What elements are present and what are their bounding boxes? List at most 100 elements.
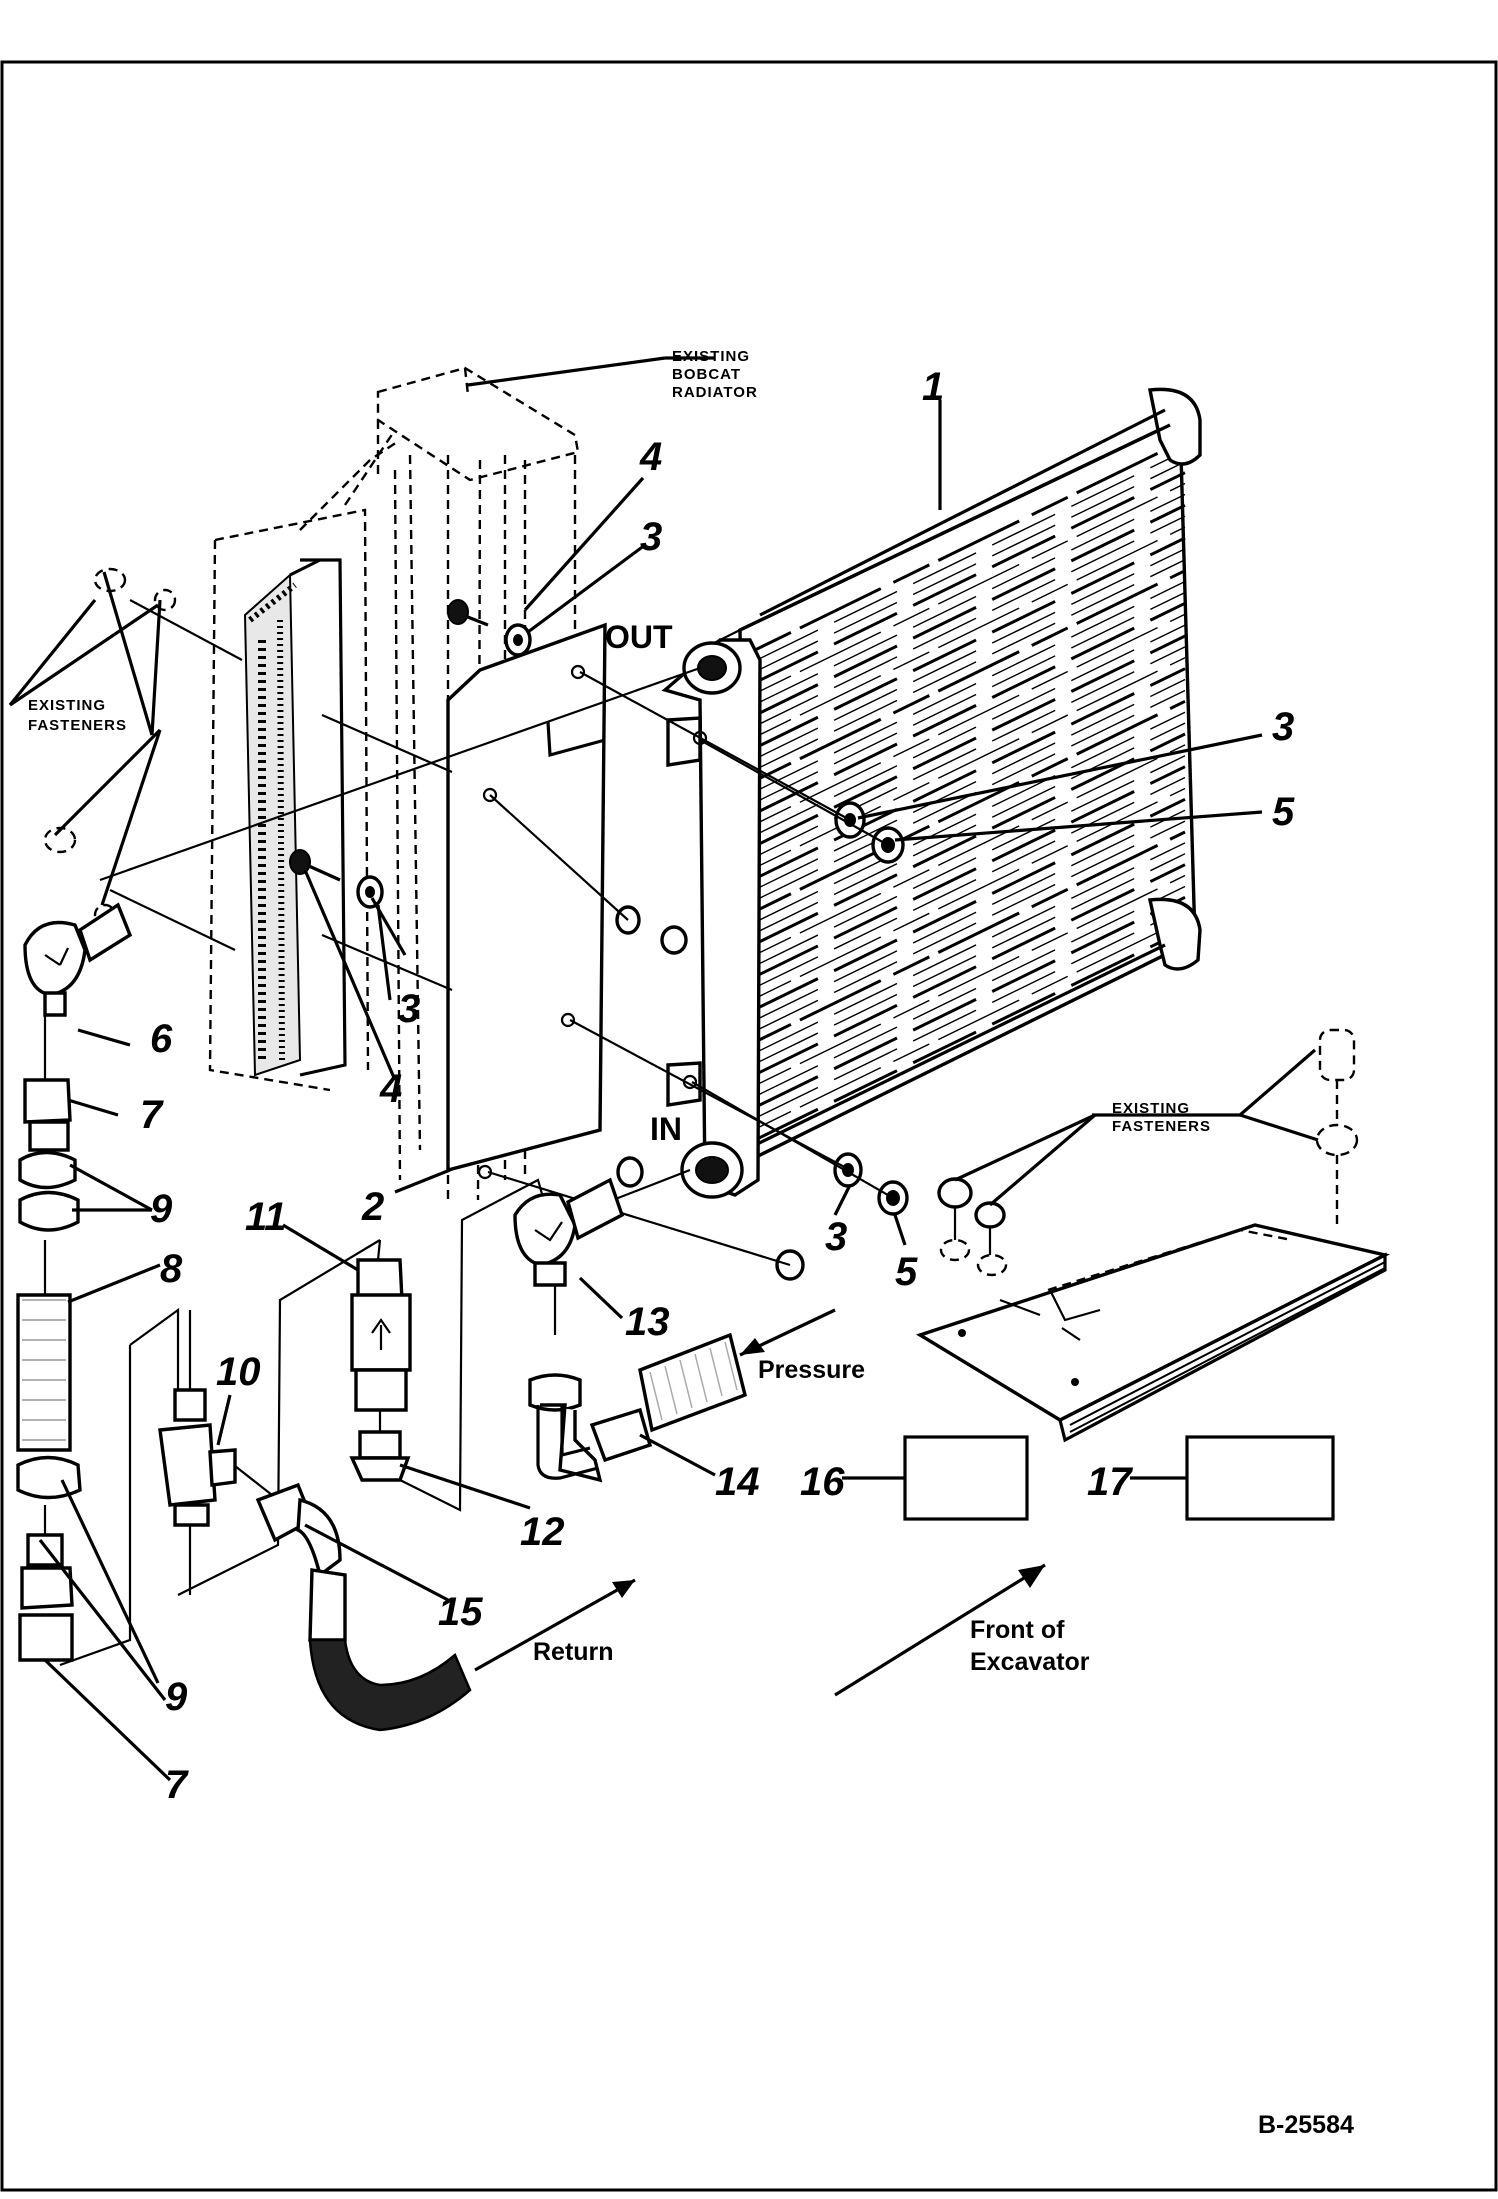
- radiator-fin: [754, 699, 1186, 913]
- radiator-fin: [754, 559, 1186, 771]
- label-in-port: IN: [650, 1111, 682, 1147]
- radiator-fin: [754, 820, 1186, 1032]
- callout-5-low: 5: [895, 1250, 918, 1294]
- radiator-fin: [754, 830, 1186, 1044]
- kit-boxes: [842, 1435, 1335, 1521]
- return-hose-15: [255, 1482, 472, 1732]
- radiator-fin: [754, 928, 1186, 1142]
- radiator-fin: [754, 493, 1186, 706]
- radiator-fin: [754, 853, 1186, 1065]
- flow-arrows: [474, 1308, 1046, 1697]
- radiator-fin: [754, 482, 1186, 695]
- radiator-fin: [754, 548, 1186, 760]
- radiator-fin: [754, 591, 1186, 804]
- label-existing-fasteners-left-2: FASTENERS: [28, 717, 127, 734]
- label-return: Return: [533, 1638, 614, 1666]
- callout-17: 17: [1087, 1460, 1133, 1504]
- radiator-fin: [754, 646, 1186, 858]
- radiator-fin: [754, 657, 1186, 869]
- label-out-port: OUT: [605, 619, 673, 655]
- radiator-fin: [754, 797, 1186, 1011]
- callout-3-right: 3: [1272, 705, 1294, 749]
- radiator-fin: [754, 678, 1186, 891]
- document-id: B-25584: [1258, 2111, 1354, 2139]
- callout-13: 13: [625, 1300, 670, 1344]
- callout-numbers: 1 2 3 3 3 3 4 4 5 5 6 7 7 8 9 9 10 11 12…: [140, 365, 1295, 1807]
- radiator-fin: [754, 744, 1186, 956]
- label-existing-radiator-2: BOBCAT: [672, 366, 741, 383]
- leader-lines: [38, 356, 1263, 1782]
- radiator-fin: [754, 536, 1186, 750]
- radiator-fin: [754, 907, 1186, 1119]
- radiator-fin: [754, 667, 1186, 881]
- label-front-of: Front of: [970, 1616, 1065, 1644]
- floor-plate: [915, 1028, 1390, 1443]
- connection-paths: [59, 1178, 557, 1667]
- callout-7-low: 7: [165, 1763, 189, 1807]
- radiator-fin: [754, 711, 1186, 923]
- radiator-fin: [754, 569, 1186, 783]
- radiator-fin: [754, 863, 1186, 1077]
- callout-2: 2: [361, 1185, 384, 1229]
- callout-3-mid: 3: [398, 987, 420, 1031]
- radiator-fin: [754, 601, 1186, 815]
- radiator-fin: [754, 515, 1186, 727]
- callout-5-right: 5: [1272, 790, 1295, 834]
- fasteners-4-3: [289, 599, 532, 909]
- label-existing-fasteners-left-1: EXISTING: [28, 697, 106, 714]
- radiator-fin: [754, 722, 1186, 934]
- label-pressure: Pressure: [758, 1356, 865, 1384]
- radiator-fin: [754, 776, 1186, 989]
- label-existing-radiator-1: EXISTING: [672, 348, 750, 365]
- callout-3-low: 3: [825, 1215, 847, 1259]
- mounting-plate: [446, 622, 607, 1180]
- radiator-fin: [754, 580, 1186, 793]
- callout-10: 10: [216, 1350, 261, 1394]
- radiator-fin: [754, 765, 1186, 979]
- radiator-fin: [754, 732, 1186, 946]
- callout-4-top: 4: [639, 435, 662, 479]
- callout-7-top: 7: [140, 1093, 164, 1137]
- callout-1: 1: [922, 365, 944, 409]
- radiator-fin: [754, 438, 1186, 652]
- oil-cooler-core: [698, 387, 1202, 1187]
- callout-12: 12: [520, 1510, 565, 1554]
- callout-14: 14: [715, 1460, 760, 1504]
- radiator-fin: [754, 450, 1186, 662]
- radiator-fin: [754, 755, 1186, 967]
- radiator-fin: [754, 503, 1186, 717]
- label-existing-radiator-3: RADIATOR: [672, 384, 758, 401]
- radiator-fin: [754, 895, 1186, 1109]
- check-valve-11-12: [349, 1258, 412, 1482]
- left-hose-assembly: [16, 902, 237, 1662]
- label-existing-fasteners-right-2: FASTENERS: [1112, 1118, 1211, 1135]
- callout-9-low: 9: [165, 1675, 188, 1719]
- callout-9-top: 9: [150, 1187, 173, 1231]
- radiator-fin: [754, 809, 1186, 1021]
- radiator-fin: [754, 842, 1186, 1054]
- radiator-fin: [754, 918, 1186, 1130]
- page-frame: [0, 60, 1498, 2192]
- label-excavator: Excavator: [970, 1648, 1090, 1676]
- radiator-fin: [754, 885, 1186, 1098]
- callout-6: 6: [150, 1017, 173, 1061]
- radiator-fin: [754, 874, 1186, 1087]
- header-tank: [661, 638, 762, 1199]
- radiator-fin: [754, 624, 1186, 836]
- radiator-fin: [754, 526, 1186, 738]
- text-labels: EXISTING BOBCAT RADIATOR EXISTING FASTEN…: [28, 348, 1354, 2139]
- radiator-fin: [754, 634, 1186, 848]
- callout-3-top: 3: [640, 515, 662, 559]
- callout-8: 8: [160, 1247, 183, 1291]
- callout-11: 11: [245, 1195, 287, 1239]
- callout-15: 15: [438, 1590, 483, 1634]
- radiator-fin: [754, 613, 1186, 825]
- callout-16: 16: [800, 1460, 845, 1504]
- label-existing-fasteners-right-1: EXISTING: [1112, 1100, 1190, 1117]
- existing-fasteners-left-group: [8, 567, 177, 927]
- pressure-hose-13-14: [513, 1177, 748, 1483]
- radiator-gasket: [243, 558, 347, 1077]
- radiator-fin: [754, 471, 1186, 685]
